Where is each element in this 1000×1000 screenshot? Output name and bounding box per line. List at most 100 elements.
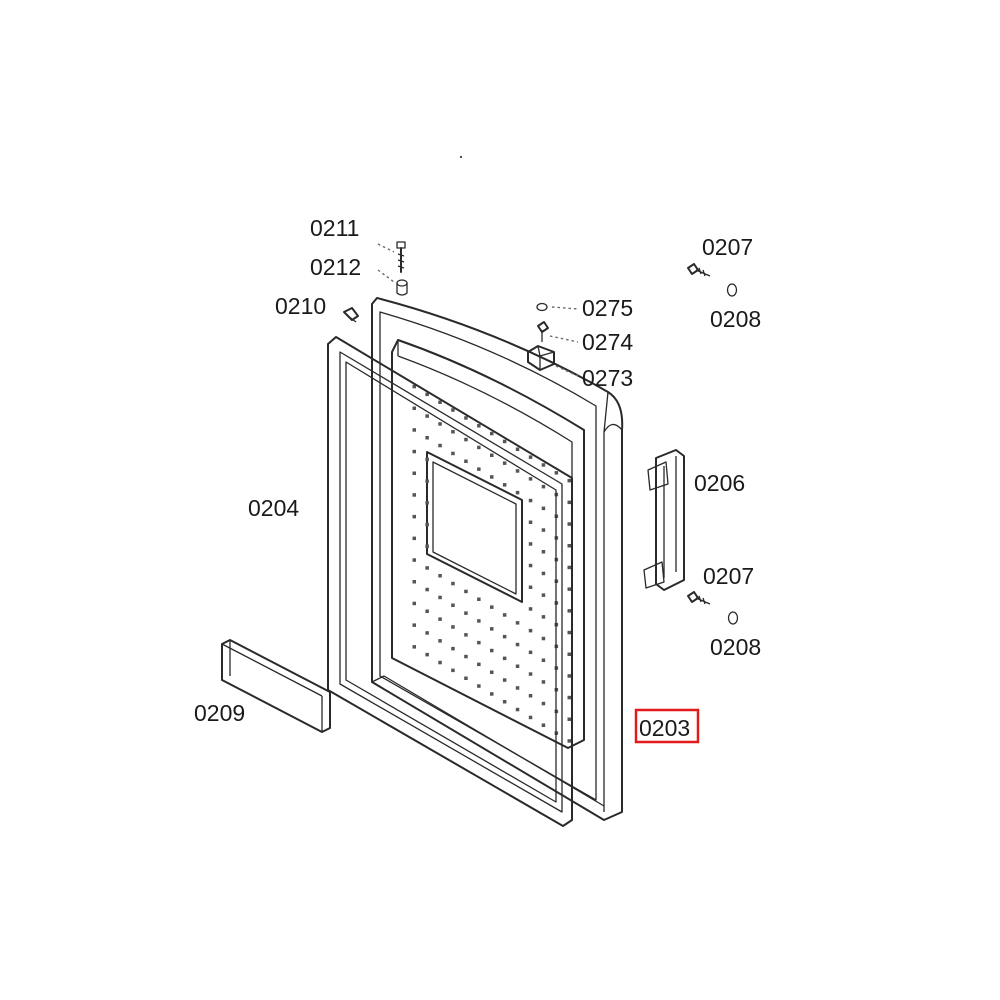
label-0209: 0209 xyxy=(194,700,245,726)
liner-dot xyxy=(412,558,416,562)
liner-dot xyxy=(425,479,429,483)
bracket-0273 xyxy=(527,345,555,371)
liner-dot xyxy=(541,680,546,684)
door-panel-0203 xyxy=(371,297,624,821)
liner-dot xyxy=(425,457,429,462)
door-handle-0206 xyxy=(643,449,685,591)
liner-dot xyxy=(541,615,546,619)
label-0274: 0274 xyxy=(582,329,633,355)
cover-strip-0209 xyxy=(221,639,331,733)
liner-dot xyxy=(567,544,571,548)
liner-dot xyxy=(451,668,455,673)
liner-dot xyxy=(425,609,429,613)
liner-dot xyxy=(412,645,416,649)
liner-dot xyxy=(451,451,455,456)
washer-0208-bottom xyxy=(727,611,739,625)
liner-dot xyxy=(490,648,494,653)
liner-dot xyxy=(528,628,533,633)
label-0212: 0212 xyxy=(310,254,361,280)
liner-dot xyxy=(464,633,468,637)
screw-0211 xyxy=(396,241,406,273)
liner-dot xyxy=(567,609,571,613)
liner-dot xyxy=(528,607,533,611)
liner-dot xyxy=(567,587,571,591)
liner-dot xyxy=(490,475,494,479)
liner-dot xyxy=(567,739,571,743)
liner-dot xyxy=(412,406,416,410)
washer-0208-top xyxy=(726,283,738,297)
liner-dot xyxy=(541,636,546,641)
liner-dot xyxy=(438,443,442,448)
liner-dot xyxy=(502,634,507,639)
label-0273: 0273 xyxy=(582,365,633,391)
liner-dot xyxy=(451,430,455,434)
liner-dot xyxy=(438,422,442,426)
liner-dot xyxy=(541,484,546,489)
liner-dot xyxy=(541,550,546,554)
liner-dot xyxy=(528,563,533,568)
liner-dot xyxy=(477,445,481,450)
liner-dot xyxy=(451,603,455,607)
liner-dot xyxy=(490,627,494,631)
liner-dot xyxy=(541,571,546,576)
liner-dot xyxy=(412,580,416,584)
liner-dot xyxy=(541,593,546,597)
liner-dot xyxy=(502,700,507,704)
liner-dot xyxy=(502,656,507,661)
liner-dot xyxy=(425,436,429,440)
liner-dot xyxy=(567,652,571,656)
liner-dot xyxy=(541,506,546,511)
liner-dot xyxy=(425,631,429,635)
liner-dot xyxy=(425,587,429,592)
liner-dot xyxy=(567,478,571,483)
liner-dot xyxy=(490,431,494,436)
liner-dot xyxy=(490,670,494,674)
liner-dot xyxy=(541,723,546,727)
liner-dot xyxy=(438,400,442,404)
liner-dot xyxy=(438,639,442,643)
liner-dot xyxy=(502,483,507,487)
liner-dot xyxy=(541,463,546,467)
liner-dot xyxy=(425,414,429,418)
liner-dot xyxy=(541,701,546,706)
liner-dot xyxy=(515,642,520,647)
liner-dot xyxy=(528,542,533,546)
liner-dot xyxy=(477,424,481,428)
highlight-box-0203 xyxy=(634,708,700,744)
liner-dot xyxy=(541,658,546,662)
liner-dot xyxy=(515,469,520,473)
liner-dot xyxy=(451,408,455,412)
liner-dot xyxy=(567,630,571,635)
label-0206: 0206 xyxy=(694,470,745,496)
liner-dot xyxy=(425,544,429,548)
liner-dot xyxy=(412,536,416,541)
liner-dot xyxy=(567,500,571,505)
liner-dot xyxy=(567,717,571,721)
liner-dot-pattern xyxy=(412,384,571,743)
label-0207-top: 0207 xyxy=(702,234,753,260)
liner-dot xyxy=(464,611,468,615)
liner-dot xyxy=(528,672,533,676)
liner-dot xyxy=(528,498,533,503)
liner-dot xyxy=(515,686,520,690)
liner-dot xyxy=(515,707,520,712)
liner-dot xyxy=(412,514,416,519)
liner-dot xyxy=(412,623,416,627)
liner-dot xyxy=(438,660,442,665)
liner-dot xyxy=(425,522,429,527)
washer-0275 xyxy=(536,302,548,312)
label-0210: 0210 xyxy=(275,293,326,319)
liner-dot xyxy=(425,501,429,505)
liner-dot xyxy=(477,662,481,667)
bushing-0212 xyxy=(396,279,408,296)
liner-dot xyxy=(412,449,416,454)
liner-dot xyxy=(528,650,533,655)
liner-dot xyxy=(567,522,571,526)
liner-dot xyxy=(502,613,507,617)
liner-dot xyxy=(464,416,468,420)
liner-dot xyxy=(567,565,571,570)
liner-dot xyxy=(515,447,520,451)
label-0275: 0275 xyxy=(582,295,633,321)
liner-dot xyxy=(438,617,442,621)
